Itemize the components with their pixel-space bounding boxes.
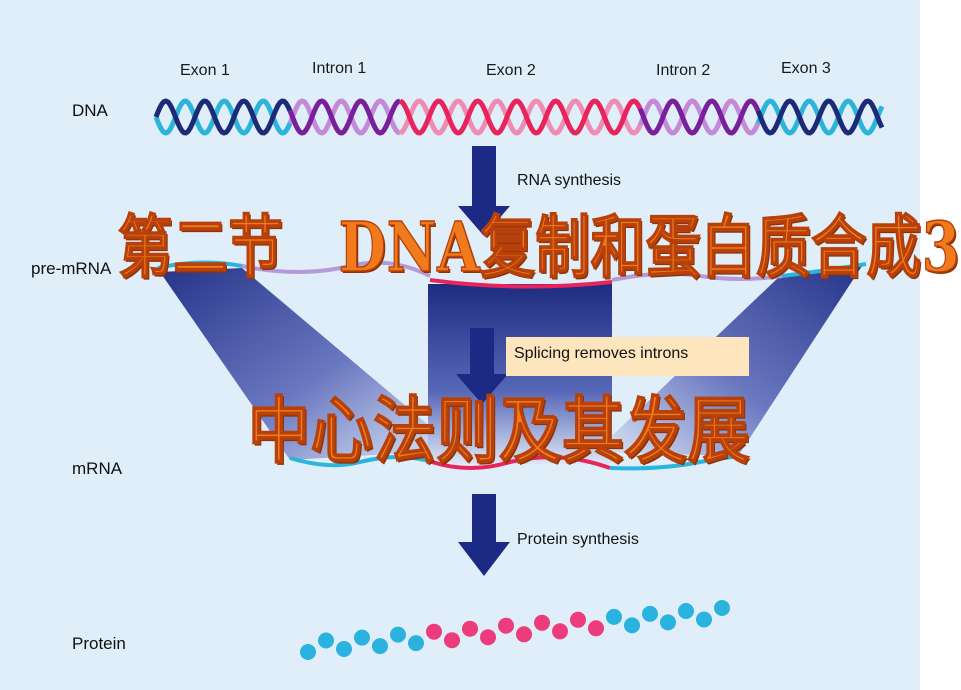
pre-mrna-strand (157, 260, 867, 289)
amino-acid-bead (678, 603, 694, 619)
protein-label: Protein (72, 634, 126, 653)
mrna-strand (289, 454, 741, 471)
pre-mrna-exon2 (429, 278, 613, 289)
arrow-splicing (456, 328, 508, 404)
amino-acid-bead (390, 626, 406, 643)
exon3-label: Exon 3 (781, 60, 831, 77)
amino-acid-bead (426, 623, 442, 640)
dna-double-helix (153, 98, 885, 136)
mrna-exon1 (289, 455, 433, 468)
dna-exon1-strand-b (153, 98, 293, 136)
amino-acid-bead (462, 620, 478, 637)
dna-exon3-strand-b (755, 98, 885, 136)
gene-expression-diagram (153, 98, 885, 660)
pre-mrna-label: pre-mRNA (31, 259, 112, 278)
protein-synthesis-label: Protein synthesis (517, 531, 639, 548)
amino-acid-bead (642, 605, 658, 622)
intron1-label: Intron 1 (312, 60, 367, 77)
dna-intron1-strand-b (287, 98, 401, 136)
arrow-rna-synthesis (458, 146, 510, 236)
amino-acid-bead (408, 635, 424, 652)
slide-subtitle: 中心法则及其发展 (247, 387, 751, 474)
splicing-callout: Splicing removes introns (506, 337, 749, 376)
amino-acid-bead (354, 629, 370, 646)
amino-acid-bead (570, 611, 586, 628)
amino-acid-bead (318, 632, 334, 649)
dna-intron2-strand-a (637, 98, 761, 136)
pre-mrna-intron1 (241, 260, 431, 278)
arrow-protein-synthesis (458, 494, 510, 576)
exon1-label: Exon 1 (180, 62, 230, 79)
pre-mrna-exon3 (781, 262, 867, 278)
amino-acid-bead (588, 620, 604, 637)
splicing-label: Splicing removes introns (514, 345, 689, 362)
amino-acid-bead (480, 629, 496, 646)
mrna-exon3 (609, 454, 741, 471)
amino-acid-bead (336, 641, 352, 657)
mrna-exon2 (431, 455, 611, 470)
pre-mrna-intron2 (611, 271, 783, 282)
dna-exon1-strand-a (153, 98, 293, 136)
amino-acid-bead (696, 611, 712, 628)
dna-exon2-strand-b (398, 98, 643, 136)
amino-acid-bead (444, 632, 460, 649)
amino-acid-bead (606, 608, 622, 625)
dna-label: DNA (72, 101, 108, 120)
rna-synthesis-label: RNA synthesis (517, 172, 622, 189)
dna-intron1-strand-a (287, 98, 401, 136)
slide-title: 第二节 DNA复制和蛋白质合成3 (117, 207, 961, 289)
exon2-label: Exon 2 (486, 62, 536, 79)
pre-mrna-exon1 (157, 260, 243, 270)
amino-acid-bead (534, 614, 550, 631)
funnel-left (160, 268, 458, 460)
protein-chain (300, 600, 730, 660)
dna-exon2-strand-a (398, 98, 643, 136)
dna-intron2-strand-b (637, 98, 761, 136)
intron2-label: Intron 2 (656, 62, 711, 79)
mrna-label: mRNA (72, 459, 123, 478)
amino-acid-bead (660, 614, 676, 631)
amino-acid-bead (372, 638, 388, 655)
amino-acid-bead (516, 626, 532, 643)
amino-acid-bead (624, 617, 640, 634)
amino-acid-bead (300, 644, 316, 660)
amino-acid-bead (552, 623, 568, 640)
amino-acid-bead (714, 600, 730, 616)
amino-acid-bead (498, 617, 514, 634)
